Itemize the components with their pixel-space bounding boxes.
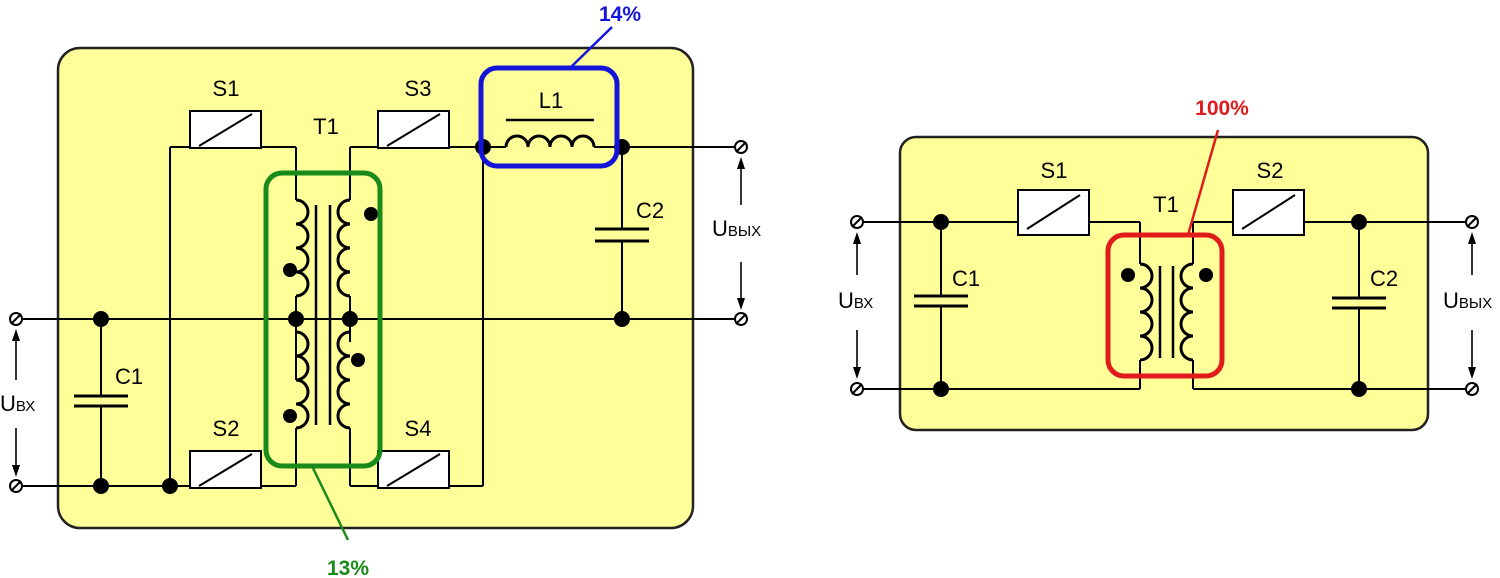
left-capacitor-c1 — [74, 394, 128, 408]
left-switch-s3 — [377, 110, 450, 149]
left-capacitor-c2 — [595, 227, 649, 243]
right-switch-s2 — [1232, 189, 1305, 236]
left-input-voltage-label: UВХ — [0, 391, 35, 416]
inductor-percentage: 14% — [599, 3, 641, 26]
left-panel — [56, 46, 695, 530]
right-output-voltage-label: UВЫХ — [1443, 288, 1492, 313]
right-output-voltage-arrow — [1468, 232, 1476, 379]
right-s1-label: S1 — [1041, 158, 1068, 183]
inductor-leader-line — [569, 26, 613, 69]
left-transformer-t1 — [283, 198, 378, 430]
left-output-voltage-label: UВЫХ — [712, 216, 761, 241]
left-switch-s4 — [377, 450, 450, 489]
right-junctions — [933, 214, 1367, 397]
left-output-voltage-arrow — [737, 157, 745, 310]
left-s1-label: S1 — [213, 76, 240, 101]
transformer-leader-line — [1186, 129, 1220, 236]
transformer-highlight — [263, 170, 383, 469]
right-s2-label: S2 — [1257, 158, 1284, 183]
left-s3-label: S3 — [405, 76, 432, 101]
right-transformer-t1 — [1121, 262, 1213, 362]
left-l1-label: L1 — [539, 88, 563, 113]
left-input-voltage-arrow — [12, 329, 20, 477]
polarity-dot — [364, 207, 378, 221]
left-inductor-l1 — [504, 118, 596, 148]
inductor-highlight — [478, 65, 620, 169]
transformer-highlight — [1105, 232, 1225, 379]
transformer-percentage: 13% — [327, 557, 369, 578]
left-switch-s2 — [189, 450, 262, 489]
left-switch-s1 — [189, 110, 262, 149]
transformer-leader-line — [310, 465, 350, 541]
right-input-voltage-arrow — [853, 232, 861, 379]
left-c1-label: C1 — [115, 364, 143, 389]
right-circuit: S1 S2 T1 C1 C2 UВХ UВЫХ 100% — [838, 97, 1492, 432]
left-circuit: S1 S2 S3 S4 T1 L1 C1 C2 UВХ UВЫХ 13% 14% — [0, 3, 761, 578]
left-s4-label: S4 — [405, 416, 432, 441]
polarity-dot — [351, 353, 365, 367]
transformer-percentage: 100% — [1195, 97, 1249, 120]
right-capacitor-c1 — [914, 294, 968, 308]
left-t1-label: T1 — [313, 114, 339, 139]
polarity-dot — [283, 409, 297, 423]
right-capacitor-c2 — [1332, 296, 1386, 310]
right-t1-label: T1 — [1153, 192, 1179, 217]
right-switch-s1 — [1017, 189, 1090, 236]
right-input-voltage-label: UВХ — [838, 288, 873, 313]
polarity-dot — [283, 263, 297, 277]
right-c1-label: C1 — [952, 266, 980, 291]
left-s2-label: S2 — [213, 416, 240, 441]
right-c2-label: C2 — [1370, 266, 1398, 291]
polarity-dot — [1199, 268, 1213, 282]
right-terminals — [850, 215, 1479, 396]
left-terminals — [9, 140, 748, 493]
left-c2-label: C2 — [636, 198, 664, 223]
polarity-dot — [1121, 268, 1135, 282]
